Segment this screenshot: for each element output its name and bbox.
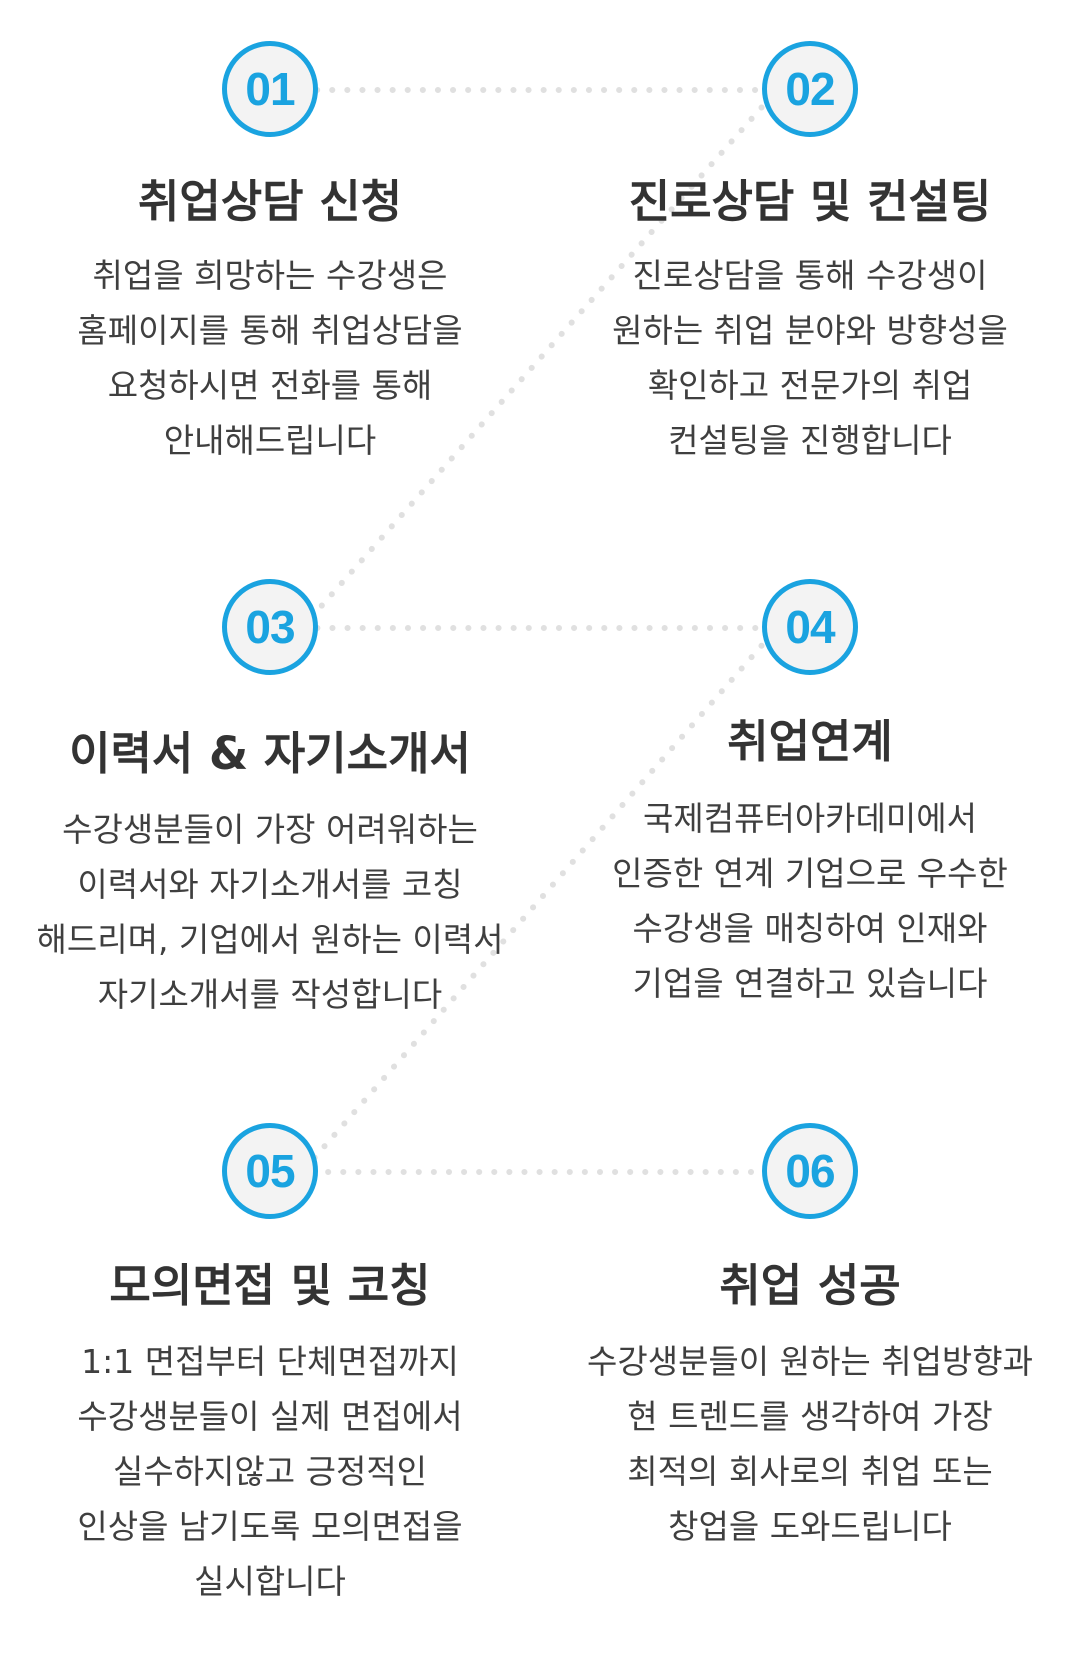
description-line: 수강생을 매칭하여 인재와 — [632, 909, 988, 948]
description-line: 수강생분들이 원하는 취업방향과 — [586, 1342, 1034, 1381]
step-01: 01 취업상담 신청 취업을 희망하는 수강생은 홈페이지를 통해 취업상담을 … — [0, 41, 540, 468]
description-line: 요청하시면 전화를 통해 — [107, 366, 433, 405]
description-line: 홈페이지를 통해 취업상담을 — [77, 311, 463, 350]
step-title: 모의면접 및 코칭 — [109, 1259, 431, 1312]
step-description: 취업을 희망하는 수강생은 홈페이지를 통해 취업상담을 요청하시면 전화를 통… — [0, 248, 540, 468]
step-title: 이력서 & 자기소개서 — [69, 727, 471, 780]
step-description: 1:1 면접부터 단체면접까지 수강생분들이 실제 면접에서 실수하지않고 긍정… — [0, 1334, 540, 1609]
description-line: 실수하지않고 긍정적인 — [112, 1452, 428, 1491]
description-line: 수강생분들이 실제 면접에서 — [77, 1397, 463, 1436]
description-line: 진로상담을 통해 수강생이 — [632, 256, 988, 295]
description-line: 인상을 남기도록 모의면접을 — [77, 1507, 463, 1546]
description-line: 확인하고 전문가의 취업 — [647, 366, 973, 405]
description-line: 1:1 면접부터 단체면접까지 — [81, 1342, 459, 1381]
description-line: 현 트렌드를 생각하여 가장 — [627, 1397, 993, 1436]
description-line: 컨설팅을 진행합니다 — [668, 421, 952, 460]
description-line: 실시합니다 — [194, 1562, 346, 1601]
description-line: 수강생분들이 가장 어려워하는 — [62, 810, 478, 849]
step-number-badge: 03 — [222, 579, 318, 675]
description-line: 해드리며, 기업에서 원하는 이력서 — [36, 920, 504, 959]
step-description: 수강생분들이 가장 어려워하는 이력서와 자기소개서를 코칭 해드리며, 기업에… — [0, 802, 540, 1022]
description-line: 이력서와 자기소개서를 코칭 — [77, 865, 463, 904]
step-description: 진로상담을 통해 수강생이 원하는 취업 분야와 방향성을 확인하고 전문가의 … — [540, 248, 1080, 468]
step-05: 05 모의면접 및 코칭 1:1 면접부터 단체면접까지 수강생분들이 실제 면… — [0, 1123, 540, 1609]
step-number-badge: 02 — [762, 41, 858, 137]
step-number-badge: 01 — [222, 41, 318, 137]
description-line: 취업을 희망하는 수강생은 — [92, 256, 448, 295]
description-line: 창업을 도와드립니다 — [668, 1507, 952, 1546]
step-03: 03 이력서 & 자기소개서 수강생분들이 가장 어려워하는 이력서와 자기소개… — [0, 579, 540, 1022]
step-number-badge: 06 — [762, 1123, 858, 1219]
description-line: 최적의 회사로의 취업 또는 — [627, 1452, 993, 1491]
step-title: 진로상담 및 컨설팅 — [628, 175, 992, 228]
step-number-badge: 05 — [222, 1123, 318, 1219]
step-description: 수강생분들이 원하는 취업방향과 현 트렌드를 생각하여 가장 최적의 회사로의… — [540, 1334, 1080, 1554]
description-line: 인증한 연계 기업으로 우수한 — [612, 854, 1008, 893]
step-title: 취업상담 신청 — [137, 175, 403, 228]
description-line: 자기소개서를 작성합니다 — [97, 975, 443, 1014]
step-06: 06 취업 성공 수강생분들이 원하는 취업방향과 현 트렌드를 생각하여 가장… — [540, 1123, 1080, 1554]
step-04: 04 취업연계 국제컴퓨터아카데미에서 인증한 연계 기업으로 우수한 수강생을… — [540, 579, 1080, 1011]
description-line: 국제컴퓨터아카데미에서 — [643, 799, 977, 838]
description-line: 안내해드립니다 — [163, 421, 377, 460]
step-description: 국제컴퓨터아카데미에서 인증한 연계 기업으로 우수한 수강생을 매칭하여 인재… — [540, 791, 1080, 1011]
step-number-badge: 04 — [762, 579, 858, 675]
step-02: 02 진로상담 및 컨설팅 진로상담을 통해 수강생이 원하는 취업 분야와 방… — [540, 41, 1080, 468]
step-title: 취업 성공 — [719, 1259, 901, 1312]
step-title: 취업연계 — [727, 715, 893, 768]
description-line: 기업을 연결하고 있습니다 — [632, 964, 988, 1003]
description-line: 원하는 취업 분야와 방향성을 — [612, 311, 1008, 350]
